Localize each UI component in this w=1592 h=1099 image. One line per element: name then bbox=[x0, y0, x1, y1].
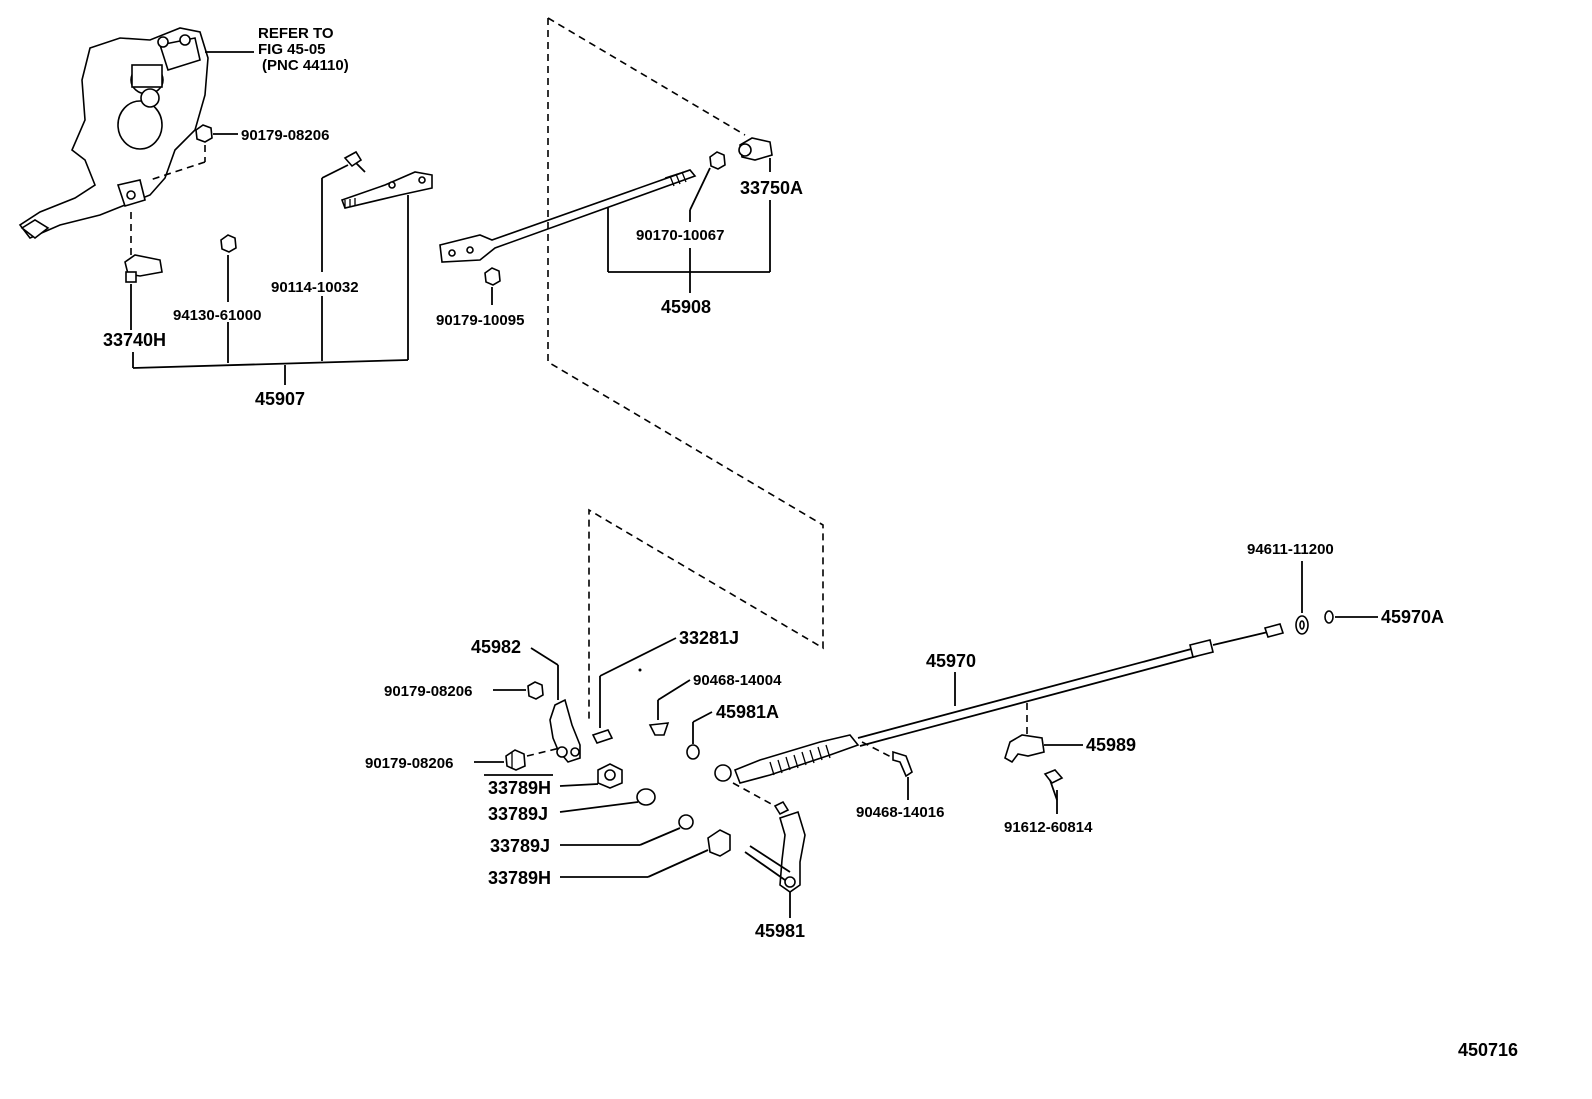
nut-90179-10095 bbox=[484, 267, 501, 305]
bush-33789J-b bbox=[560, 814, 694, 846]
nut-90179-08206-top bbox=[149, 124, 238, 181]
label-45908: 45908 bbox=[661, 297, 711, 317]
dashed-assembly-outline bbox=[547, 17, 824, 722]
label-90468-14016: 90468-14016 bbox=[856, 804, 944, 821]
refer-note-line3: (PNC 44110) bbox=[262, 57, 349, 74]
bush-45981A bbox=[686, 711, 713, 760]
figure-number: 450716 bbox=[1458, 1040, 1518, 1060]
refer-note: REFER TO FIG 45-05 (PNC 44110) bbox=[205, 25, 349, 74]
bush-33789H-a bbox=[484, 763, 623, 789]
bush-33789J-a bbox=[559, 788, 656, 813]
label-45970A: 45970A bbox=[1381, 607, 1444, 627]
label-45907: 45907 bbox=[255, 389, 305, 409]
label-33750A: 33750A bbox=[740, 178, 803, 198]
label-33789J-b: 33789J bbox=[490, 836, 550, 856]
label-33740H: 33740H bbox=[103, 330, 166, 350]
refer-note-line2: FIG 45-05 bbox=[258, 41, 326, 58]
label-94130-61000: 94130-61000 bbox=[173, 307, 261, 324]
washer-94611-11200 bbox=[1295, 561, 1309, 635]
label-90179-08206-a: 90179-08206 bbox=[384, 683, 472, 700]
bolt-90114-10032 bbox=[321, 150, 366, 272]
clip-90468-14016 bbox=[861, 741, 913, 800]
stray-dot bbox=[638, 668, 642, 672]
label-90179-10095: 90179-10095 bbox=[436, 312, 524, 329]
lever-45981 bbox=[732, 782, 806, 918]
label-45981: 45981 bbox=[755, 921, 805, 941]
long-rod-45908 bbox=[439, 169, 697, 263]
link-rod-short bbox=[340, 171, 433, 360]
refer-note-line1: REFER TO bbox=[258, 25, 334, 42]
label-33789J-a: 33789J bbox=[488, 804, 548, 824]
bush-33789H-b bbox=[560, 829, 731, 878]
nut-90170-10067 bbox=[689, 151, 726, 222]
label-90179-08206-b: 90179-08206 bbox=[365, 755, 453, 772]
label-90179-08206-top: 90179-08206 bbox=[241, 127, 329, 144]
label-91612-60814: 91612-60814 bbox=[1004, 819, 1093, 836]
lever-45982 bbox=[526, 647, 581, 763]
label-90468-14004: 90468-14004 bbox=[693, 672, 782, 689]
label-90170-10067: 90170-10067 bbox=[636, 227, 724, 244]
label-33281J: 33281J bbox=[679, 628, 739, 648]
bracket-45908 bbox=[607, 200, 771, 293]
steering-knuckle-drawing bbox=[18, 27, 209, 240]
label-94611-11200: 94611-11200 bbox=[1247, 541, 1334, 558]
clip-90468-14004 bbox=[648, 679, 691, 736]
label-90114-10032: 90114-10032 bbox=[271, 279, 359, 296]
nut-90179-08206-b bbox=[474, 749, 526, 771]
nut-90179-08206-a bbox=[493, 681, 544, 700]
ball-joint-33740H bbox=[124, 212, 163, 330]
pin-33281J bbox=[591, 637, 677, 744]
nut-94130-61000 bbox=[220, 234, 237, 302]
clip-45970A bbox=[1324, 610, 1378, 624]
clamp-45989 bbox=[1004, 703, 1083, 764]
label-45989: 45989 bbox=[1086, 735, 1136, 755]
label-33789H-a: 33789H bbox=[488, 778, 551, 798]
bracket-45907 bbox=[132, 296, 409, 385]
ball-joint-33750A bbox=[738, 137, 773, 172]
label-45982: 45982 bbox=[471, 637, 521, 657]
label-33789H-b: 33789H bbox=[488, 868, 551, 888]
label-45970: 45970 bbox=[926, 651, 976, 671]
label-45981A: 45981A bbox=[716, 702, 779, 722]
cable-45970 bbox=[714, 623, 1285, 784]
bolt-91612-60814 bbox=[1043, 769, 1064, 814]
